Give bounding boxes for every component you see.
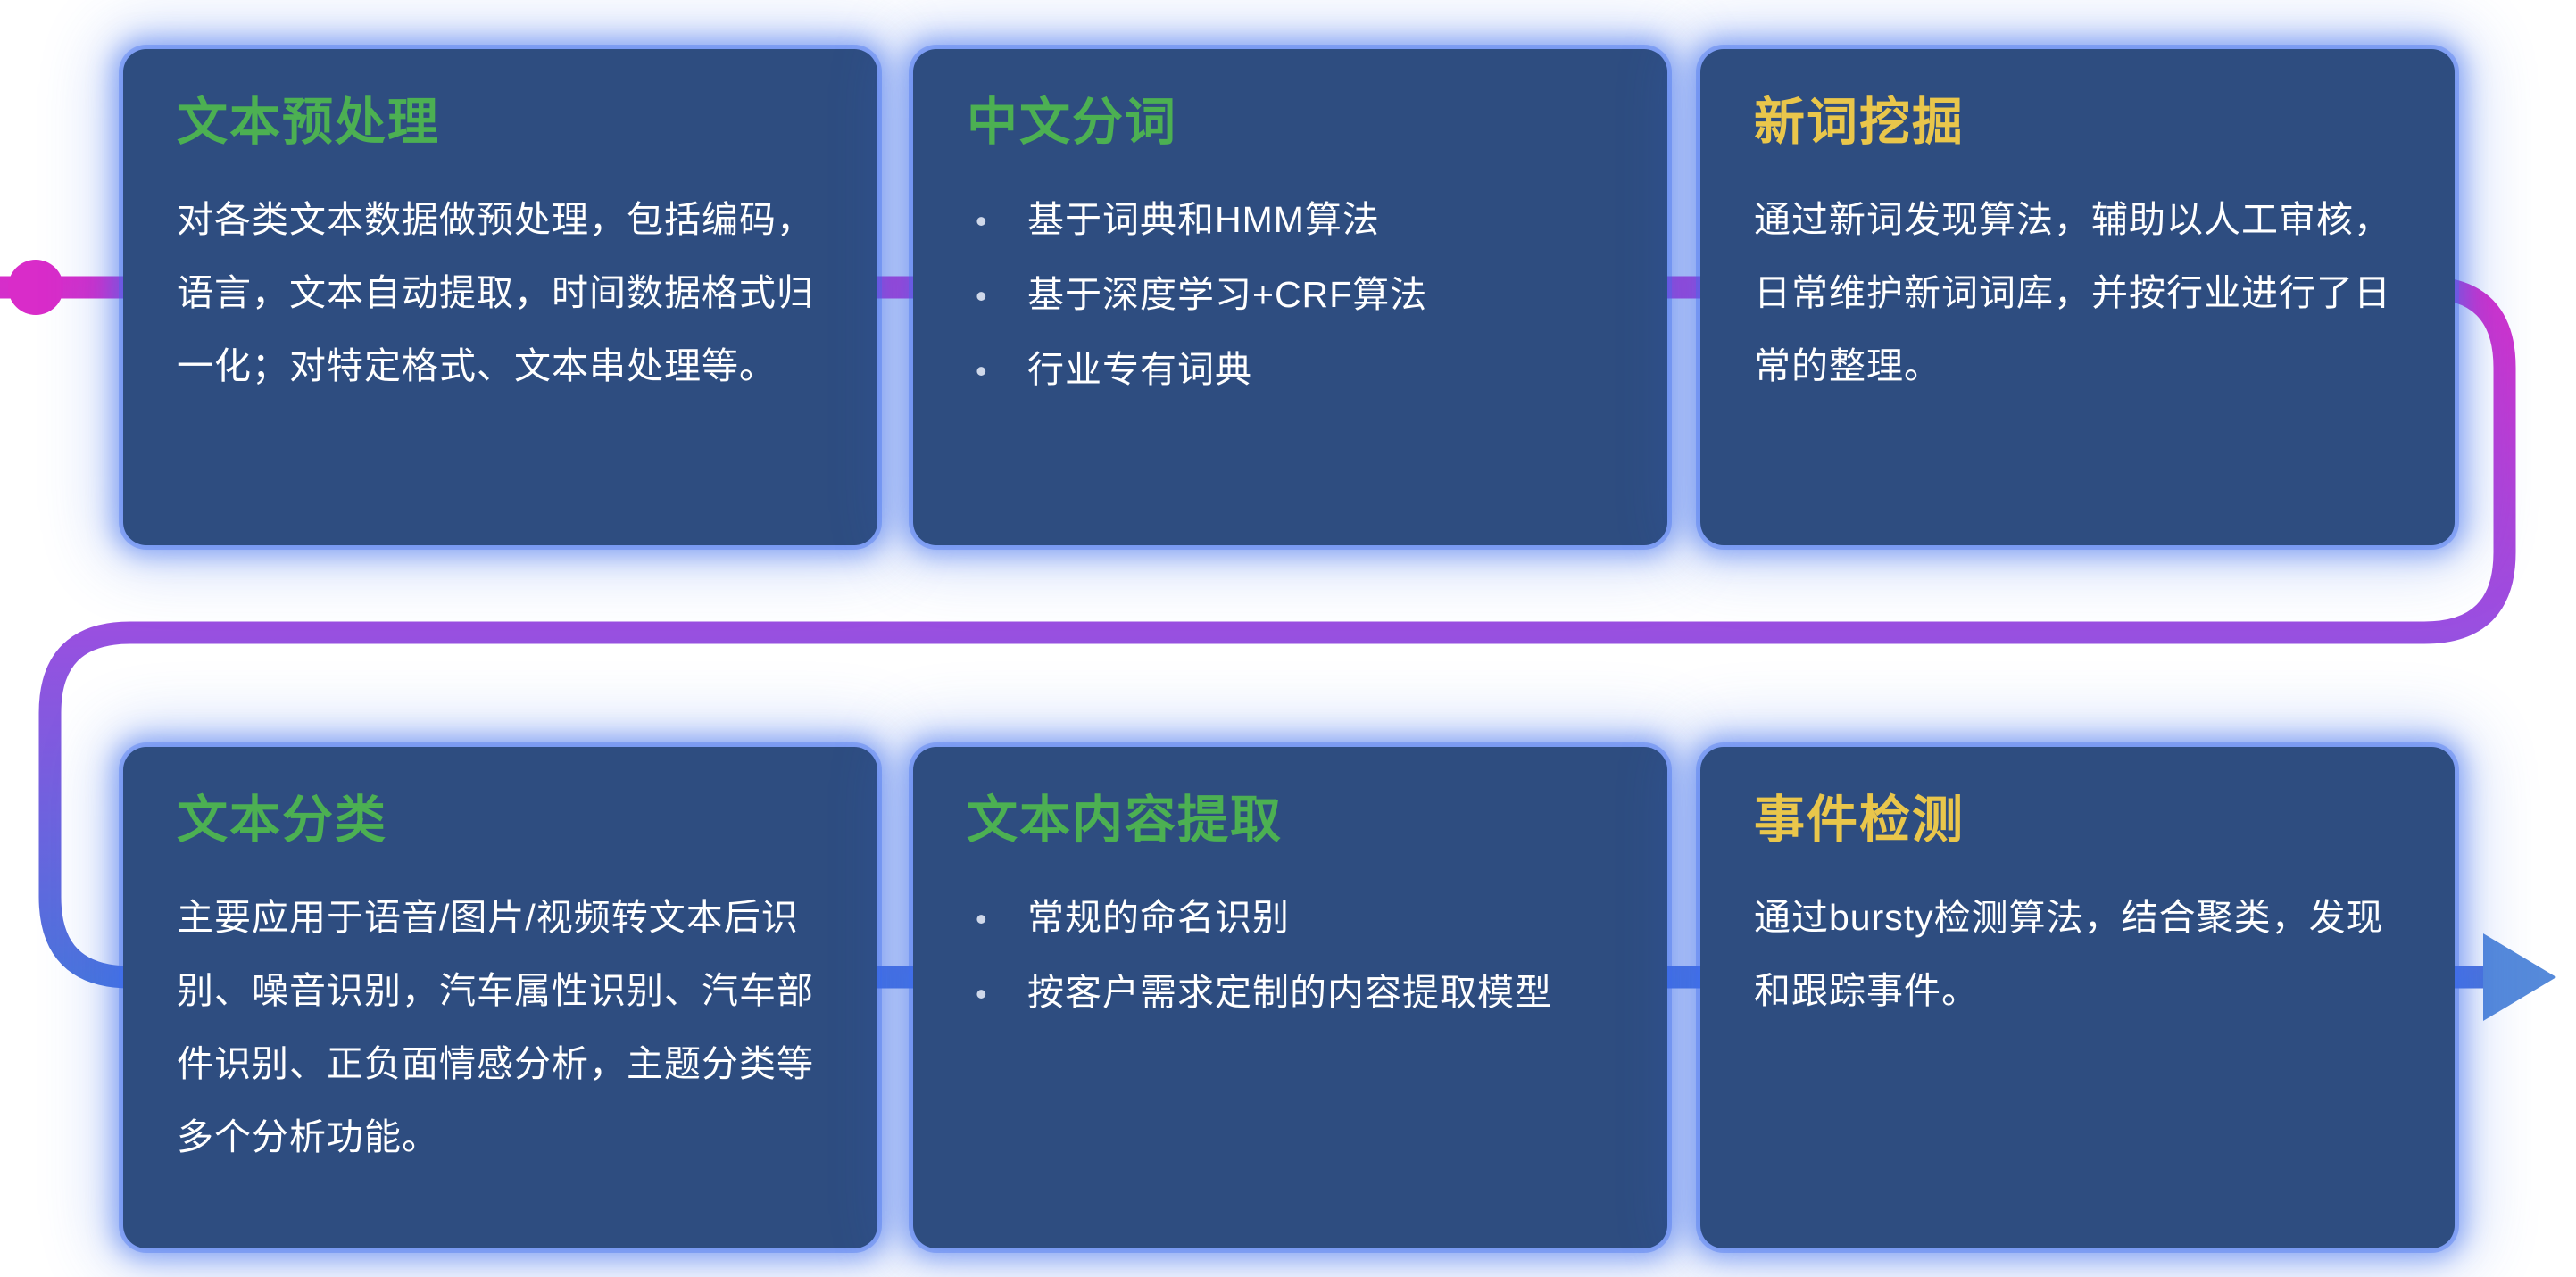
bullet-item: • 基于词典和HMM算法 <box>967 183 1616 258</box>
bullet-text: 基于深度学习+CRF算法 <box>1027 274 1428 316</box>
bullet-icon: • <box>976 975 988 1013</box>
card-title: 文本预处理 <box>177 94 440 151</box>
bullet-text: 按客户需求定制的内容提取模型 <box>1027 972 1552 1014</box>
bullet-item: • 基于深度学习+CRF算法 <box>967 258 1616 333</box>
card-body: 通过bursty检测算法，结合聚类，发现和跟踪事件。 <box>1754 897 2384 1012</box>
bullet-icon: • <box>976 278 988 315</box>
bullet-text: 行业专有词典 <box>1027 349 1252 391</box>
card-text-classification: 文本分类 主要应用于语音/图片/视频转文本后识别、噪音识别，汽车属性识别、汽车部… <box>123 747 877 1248</box>
bullet-text: 基于词典和HMM算法 <box>1027 199 1380 241</box>
flow-arrow-icon <box>2483 933 2556 1021</box>
card-new-word-mining: 新词挖掘 通过新词发现算法，辅助以人工审核，日常维护新词词库，并按行业进行了日常… <box>1700 49 2455 545</box>
card-title: 中文分词 <box>967 94 1177 151</box>
bullet-text: 常规的命名识别 <box>1027 897 1290 939</box>
bullet-item: • 按客户需求定制的内容提取模型 <box>967 956 1616 1031</box>
card-body: 主要应用于语音/图片/视频转文本后识别、噪音识别，汽车属性识别、汽车部件识别、正… <box>177 897 814 1158</box>
bullet-icon: • <box>976 352 988 390</box>
flow-path <box>0 276 2516 989</box>
card-text-preprocessing: 文本预处理 对各类文本数据做预处理，包括编码，语言，文本自动提取，时间数据格式归… <box>123 49 877 545</box>
card-title: 文本分类 <box>177 792 387 849</box>
card-body: 对各类文本数据做预处理，包括编码，语言，文本自动提取，时间数据格式归一化；对特定… <box>177 199 814 387</box>
card-body: 通过新词发现算法，辅助以人工审核，日常维护新词词库，并按行业进行了日常的整理。 <box>1754 199 2391 387</box>
card-text-content-extraction: 文本内容提取 • 常规的命名识别 • 按客户需求定制的内容提取模型 <box>913 747 1667 1248</box>
card-bullet-list: • 常规的命名识别 • 按客户需求定制的内容提取模型 <box>967 881 1616 1031</box>
card-chinese-word-segmentation: 中文分词 • 基于词典和HMM算法 • 基于深度学习+CRF算法 • 行业专有词… <box>913 49 1667 545</box>
card-title: 事件检测 <box>1754 792 1965 849</box>
bullet-item: • 行业专有词典 <box>967 333 1616 408</box>
card-title: 新词挖掘 <box>1754 94 1965 151</box>
bullet-icon: • <box>976 203 988 240</box>
card-event-detection: 事件检测 通过bursty检测算法，结合聚类，发现和跟踪事件。 <box>1700 747 2455 1248</box>
flow-start-dot <box>8 260 63 315</box>
bullet-icon: • <box>976 900 988 938</box>
card-bullet-list: • 基于词典和HMM算法 • 基于深度学习+CRF算法 • 行业专有词典 <box>967 183 1616 408</box>
card-title: 文本内容提取 <box>967 792 1283 849</box>
bullet-item: • 常规的命名识别 <box>967 881 1616 956</box>
